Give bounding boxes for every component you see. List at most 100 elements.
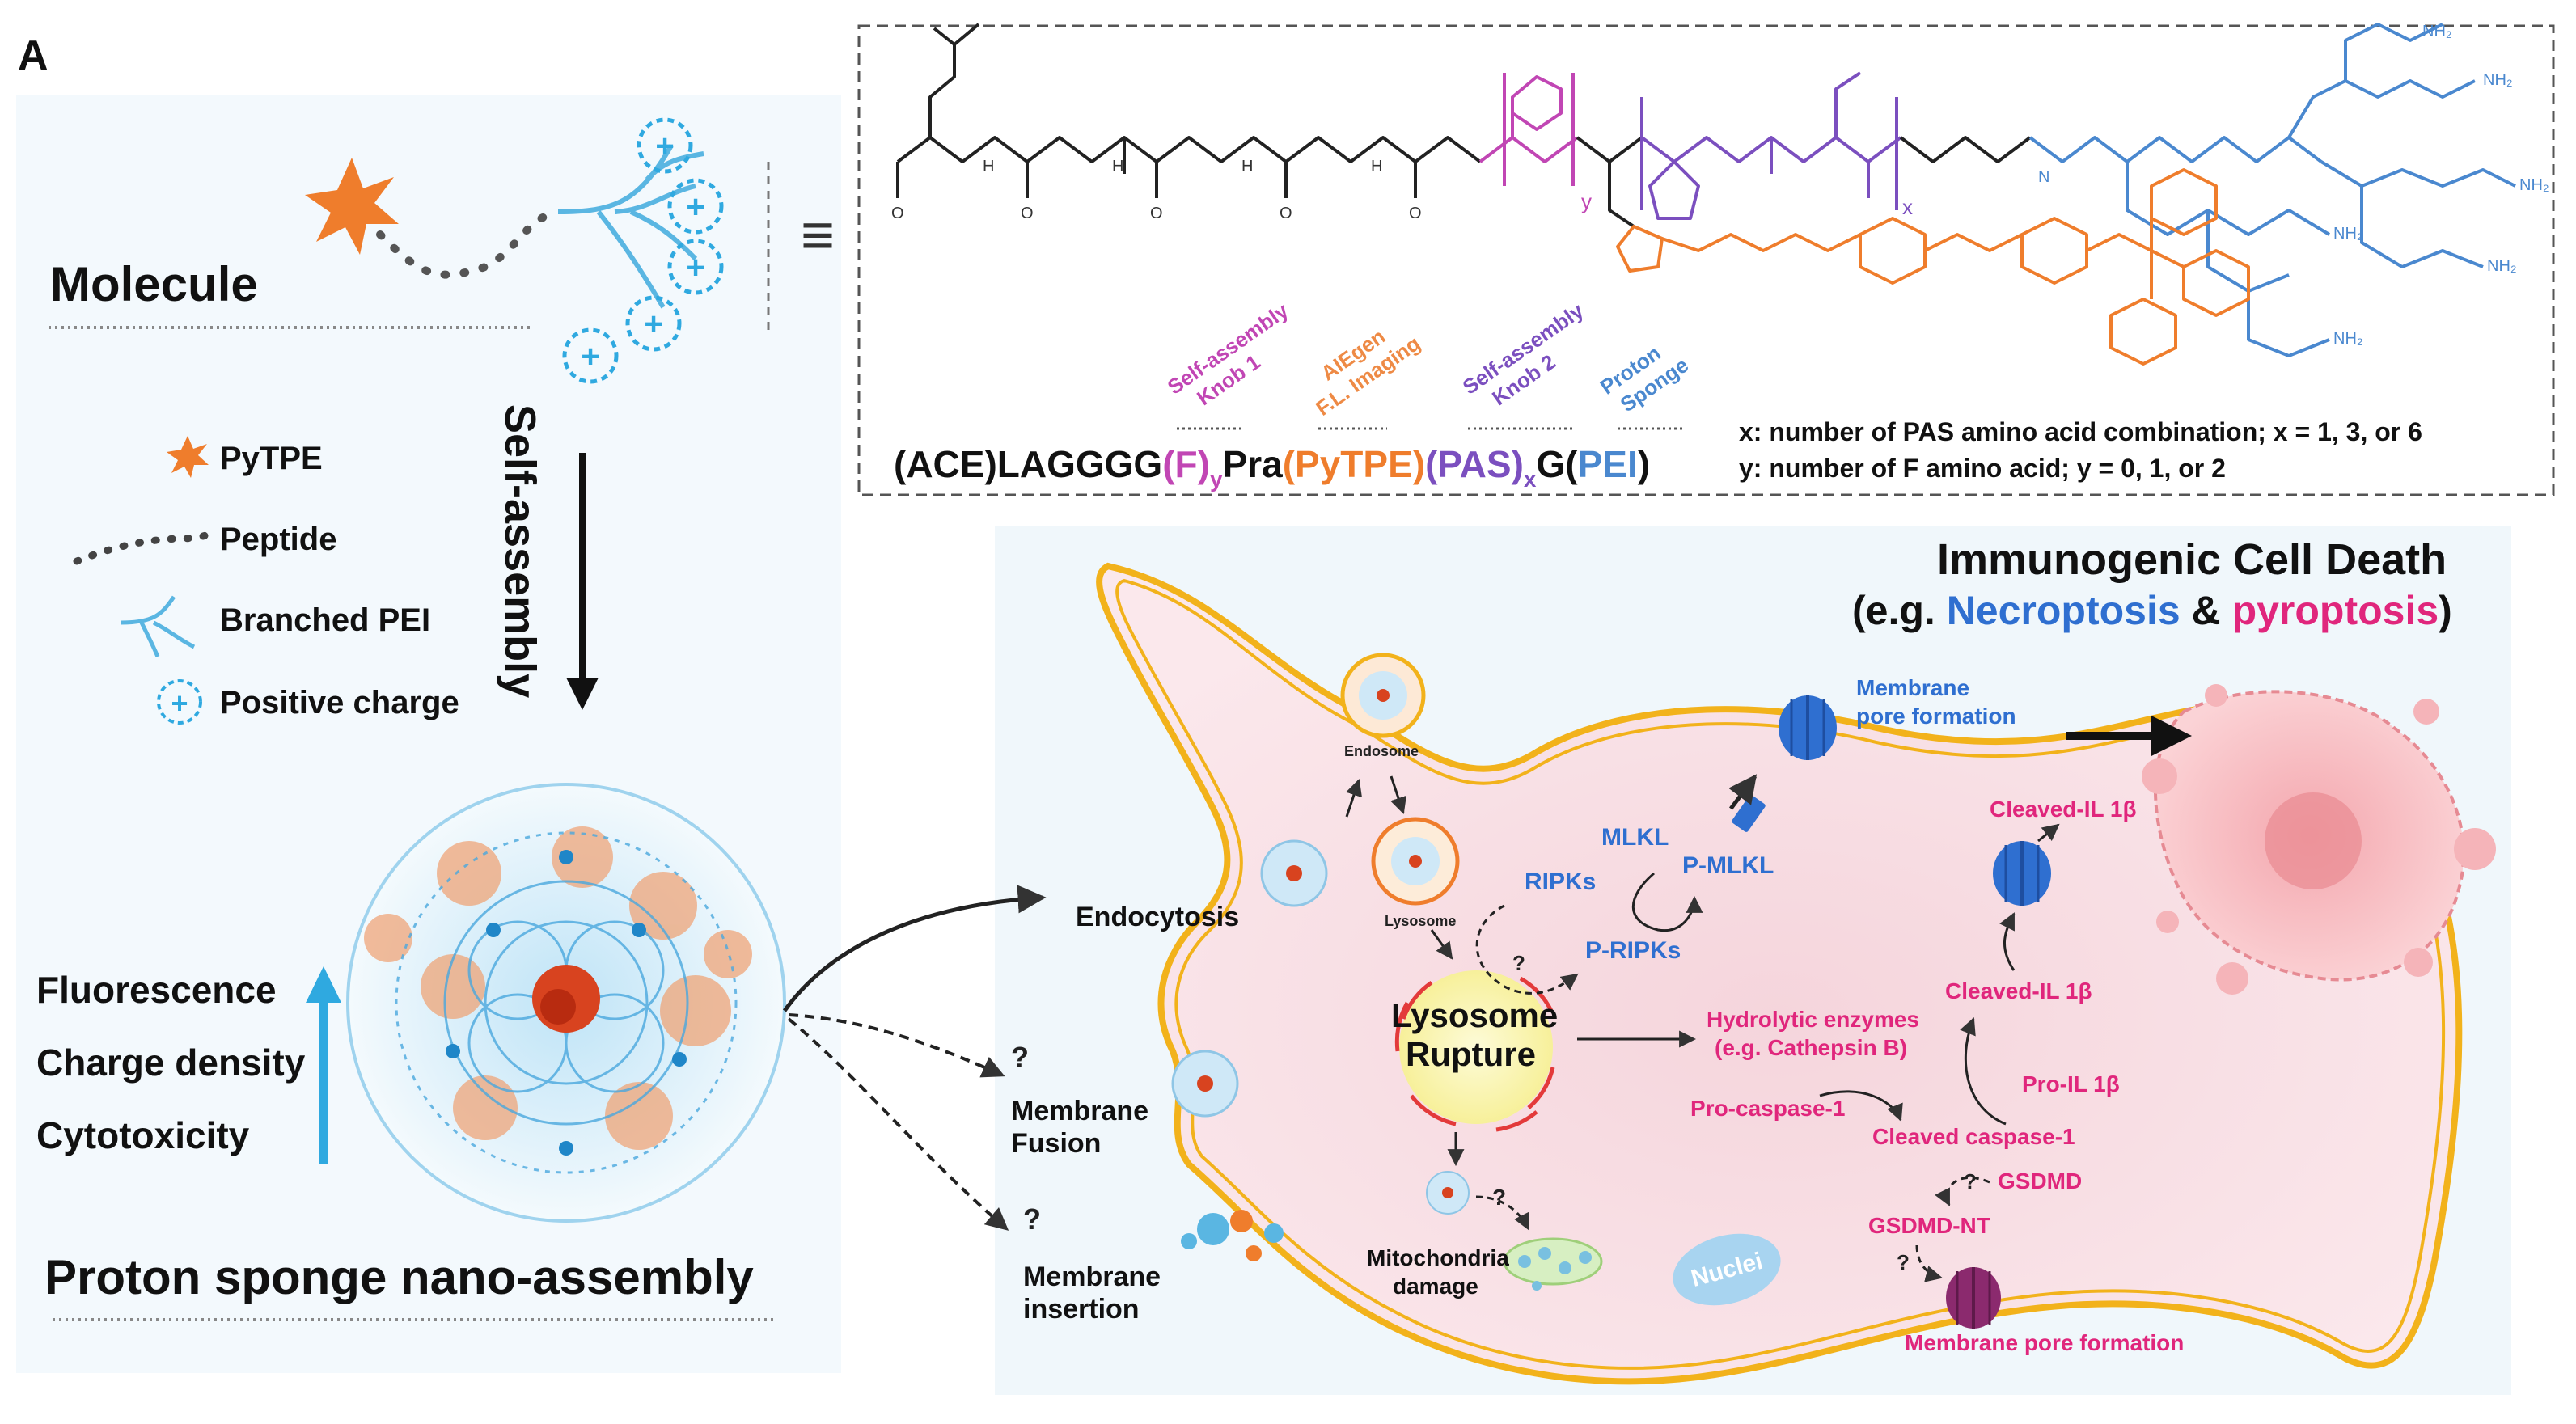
- equivalence-symbol: ≡: [801, 203, 835, 268]
- p-ripks-label: P-RIPKs: [1585, 937, 1681, 964]
- atom-labels: H H H H O O O O O NH₂ NH₂ NH₂ NH₂ NH₂ NH…: [891, 23, 2549, 348]
- insertion-label-2: insertion: [1023, 1294, 1140, 1325]
- arrow-pro-caspase: [1819, 1090, 1903, 1122]
- gsdmd-pore-icon: [1946, 1267, 2001, 1329]
- panel-a-label: A: [18, 32, 49, 79]
- arrow-lysosome-to-rupture: [1430, 929, 1453, 960]
- svg-text:y: y: [1581, 189, 1592, 213]
- peptide-chain: [376, 208, 562, 279]
- gsdmd-label: GSDMD: [1998, 1168, 2082, 1194]
- property-charge-density: Charge density: [36, 1042, 306, 1084]
- rupture-label-1: Lysosome: [1391, 996, 1558, 1034]
- svg-text:N: N: [2038, 168, 2049, 186]
- pyroptosis-pore-top-icon: [1993, 841, 2051, 906]
- molecule-cartoon: + + + + +: [305, 117, 724, 384]
- arrow-mito-damage: [1475, 1195, 1530, 1231]
- svg-text:NH₂: NH₂: [2487, 257, 2517, 275]
- note-x: x: number of PAS amino acid combination;…: [1739, 417, 2422, 446]
- gsdmd-question: ?: [1964, 1169, 1977, 1194]
- svg-text:+: +: [581, 339, 599, 374]
- fusion-question: ?: [1011, 1041, 1029, 1074]
- damaged-mitochondria-icon: [1503, 1237, 1603, 1291]
- arrow-ripks-to-p-ripks: [1475, 904, 1579, 995]
- nano-assembly-sphere: [346, 783, 786, 1223]
- svg-text:NH₂: NH₂: [2519, 176, 2549, 194]
- endocytosis-arrow: [782, 885, 1047, 1012]
- legend-charge-icon: +: [157, 679, 202, 725]
- svg-text:H: H: [1112, 158, 1123, 175]
- lysosome-icon: [1371, 817, 1460, 906]
- fusion-label-1: Membrane: [1011, 1096, 1148, 1126]
- mito-label-1: Mitochondria: [1367, 1245, 1509, 1270]
- arrow-endocytosis-to-endosome: [1345, 779, 1362, 818]
- svg-text:H: H: [1371, 158, 1382, 175]
- cleaved-il-top-label: Cleaved-IL 1β: [1990, 797, 2137, 822]
- svg-text:x: x: [1902, 195, 1913, 219]
- endosome-label: Endosome: [1344, 743, 1419, 759]
- nanoparticle-endocytosis: [1260, 839, 1328, 907]
- pytpe-star-icon: [305, 158, 399, 255]
- necroptosis-pore-icon: [1779, 695, 1837, 760]
- branched-pei-icon: [557, 144, 704, 309]
- p-mlkl-label: P-MLKL: [1682, 852, 1774, 879]
- mlkl-label: MLKL: [1601, 824, 1669, 851]
- arrow-cleaved-il-to-pore: [1999, 912, 2016, 971]
- pore-bottom-label: Membrane pore formation: [1905, 1330, 2184, 1355]
- svg-text:O: O: [891, 205, 904, 222]
- molecule-title: Molecule: [50, 257, 258, 311]
- arrow-gsdmd-nt-to-pore: [1915, 1244, 1944, 1282]
- svg-text:H: H: [1241, 158, 1253, 175]
- nanoparticle-fusion: [1171, 1050, 1239, 1118]
- endocytosis-label: Endocytosis: [1076, 902, 1239, 932]
- arrow-mlkl-to-pore: [1728, 774, 1758, 810]
- legend: PyTPE Peptide Branched PEI + Positive ch…: [73, 436, 459, 725]
- pro-il-label: Pro-IL 1β: [2022, 1071, 2120, 1097]
- pore-top-label-2: pore formation: [1856, 704, 2016, 729]
- mito-label-2: damage: [1393, 1274, 1478, 1299]
- legend-label-peptide: Peptide: [220, 522, 336, 557]
- svg-text:+: +: [171, 687, 188, 720]
- fusion-arrow: [788, 1013, 1005, 1078]
- nucleus: [1673, 1233, 1781, 1306]
- arrow-endosome-to-lysosome: [1390, 775, 1406, 814]
- dead-cell: [2142, 684, 2496, 995]
- icd-title: Immunogenic Cell Death: [1937, 535, 2447, 584]
- svg-text:O: O: [1150, 205, 1163, 222]
- svg-text:H: H: [983, 158, 994, 175]
- property-fluorescence: Fluorescence: [36, 969, 277, 1011]
- svg-text:+: +: [686, 189, 704, 225]
- svg-text:+: +: [644, 306, 662, 342]
- structure-box: [857, 24, 2555, 496]
- svg-text:+: +: [655, 129, 674, 164]
- insertion-question: ?: [1023, 1202, 1041, 1236]
- arrow-il-release: [2037, 823, 2060, 843]
- hydrolytic-label-2: (e.g. Cathepsin B): [1715, 1035, 1907, 1060]
- ripks-label: RIPKs: [1525, 868, 1596, 895]
- mito-question: ?: [1492, 1185, 1506, 1210]
- svg-text:O: O: [1409, 205, 1422, 222]
- svg-text:+: +: [686, 250, 704, 285]
- fusion-label-2: Fusion: [1011, 1128, 1101, 1159]
- svg-text:NH₂: NH₂: [2333, 330, 2363, 348]
- lysosome-rupture-icon: [1394, 970, 1555, 1132]
- legend-peptide-icon: [73, 530, 214, 565]
- legend-pei-icon: [121, 595, 196, 657]
- endosome-icon: [1340, 653, 1426, 738]
- membrane-insertion-icon: [1181, 1210, 1284, 1261]
- ripks-question: ?: [1512, 951, 1525, 975]
- pro-caspase-label: Pro-caspase-1: [1690, 1096, 1845, 1121]
- insertion-label-1: Membrane: [1023, 1261, 1161, 1292]
- peptide-sequence: (ACE)LAGGGG(F)yPra(PyTPE)(PAS)xG(PEI): [894, 443, 1650, 492]
- nano-assembly-title: Proton sponge nano-assembly: [44, 1250, 754, 1304]
- svg-text:NH₂: NH₂: [2333, 225, 2363, 243]
- arrow-pro-il-to-cleaved: [1960, 1017, 2007, 1126]
- insertion-arrow: [787, 1017, 1009, 1231]
- arrow-mlkl-to-p-mlkl: [1631, 872, 1703, 932]
- lysosome-label: Lysosome: [1385, 913, 1456, 929]
- svg-text:O: O: [1280, 205, 1292, 222]
- increase-arrow: [306, 966, 341, 1164]
- chemical-structure: [896, 23, 2516, 366]
- pore-top-label-1: Membrane: [1856, 675, 1969, 700]
- svg-text:NH₂: NH₂: [2422, 23, 2452, 40]
